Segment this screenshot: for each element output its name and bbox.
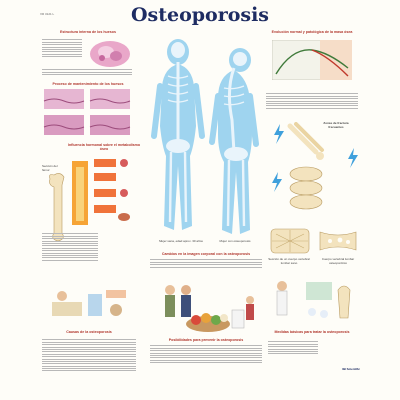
lightning-bolt-icon xyxy=(274,124,284,144)
hormone-flow-graphic xyxy=(72,159,130,225)
healthy-vertebra-label: Sección de un cuerpo vertebral lumbar sa… xyxy=(268,257,310,265)
structure-panel: Estructura interna de los huesos xyxy=(42,30,134,78)
treatment-text xyxy=(268,340,318,356)
changes-text xyxy=(150,258,262,269)
osteoporotic-woman-caption: Mujer con osteoporosis xyxy=(219,239,251,243)
remodel-stages-graphic xyxy=(43,89,131,135)
treatment-title: Medidas básicas para tratar la osteoporo… xyxy=(274,330,350,334)
causes-illustration xyxy=(52,290,126,316)
healthy-woman-figure xyxy=(151,39,205,230)
remodel-title: Proceso de mantenimiento de los huesos xyxy=(52,82,124,86)
poster-title: Osteoporosis xyxy=(130,4,270,26)
hormonal-panel: Influencia hormonal sobre el metabolismo… xyxy=(42,143,142,242)
hormonal-title: Influencia hormonal sobre el metabolismo… xyxy=(67,143,141,151)
poster-reference: VR 3121 L xyxy=(40,12,55,16)
changes-title: Cambios en la imagen corporal con la ost… xyxy=(161,252,251,256)
prevention-title: Posibilidades para prevenir la osteoporo… xyxy=(168,338,244,342)
forearm-bones-icon xyxy=(287,122,324,160)
fracture-zones-label: Zonas de fractura frecuentes xyxy=(323,121,349,129)
structure-title: Estructura interna de los huesos xyxy=(60,30,116,34)
causes-title: Causas de la osteoporosis xyxy=(66,330,112,334)
lightning-bolt-icon xyxy=(272,172,282,192)
publisher-logo: 3B Scientific xyxy=(341,367,360,371)
causes-panel: Causas de la osteoporosis xyxy=(42,282,136,382)
osteoporotic-vertebra-label: Cuerpo vertebral lumbar osteoporótico xyxy=(321,257,355,265)
bone-tissue-icon xyxy=(90,41,130,67)
vertebra-icon xyxy=(289,166,323,210)
left-text-block xyxy=(42,232,98,280)
healthy-vertebra-section-icon xyxy=(270,228,310,254)
prevention-text xyxy=(150,344,262,365)
bone-mass-curve xyxy=(272,40,352,80)
lightning-bolt-icon xyxy=(348,148,358,168)
remodel-panel: Proceso de mantenimiento de los huesos xyxy=(42,82,134,140)
density-title: Evolución normal y patológica de la masa… xyxy=(271,30,353,34)
osteoporotic-woman-figure xyxy=(209,48,259,234)
right-text-block xyxy=(266,92,358,114)
prevention-illustration xyxy=(165,285,254,332)
osteoporotic-vertebra-section-icon xyxy=(319,231,357,251)
density-panel: Evolución normal y patológica de la masa… xyxy=(266,30,358,86)
femur-icon xyxy=(49,173,65,242)
treatment-illustration xyxy=(276,281,351,319)
healthy-woman-caption: Mujer sana, edad aprox. 30 años xyxy=(159,239,203,243)
femur-section-label: Sección del fémur xyxy=(42,164,58,172)
